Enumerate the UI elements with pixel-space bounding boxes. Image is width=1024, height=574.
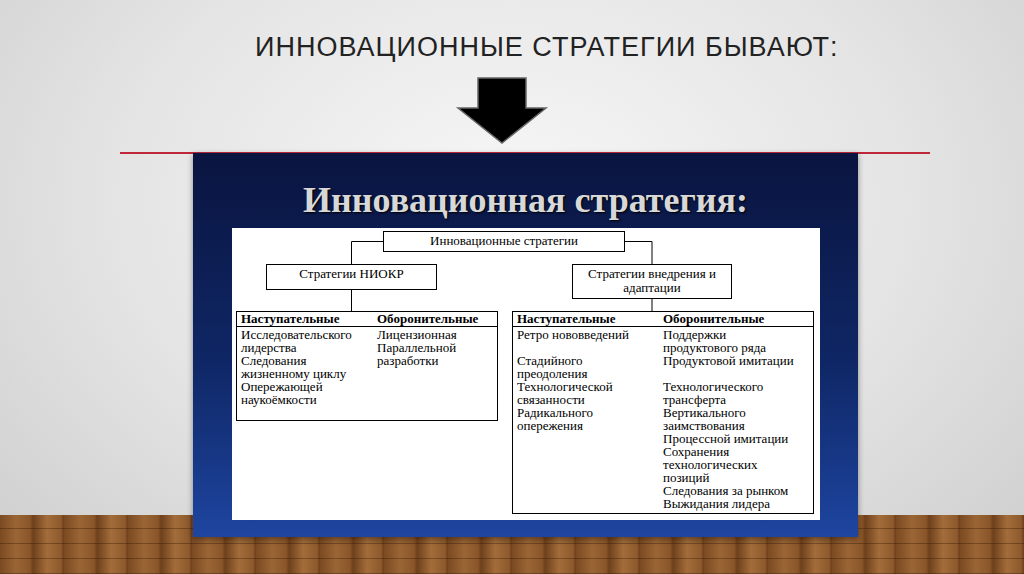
connector-line xyxy=(625,242,652,265)
category-box: Стратегии внедрения и адаптации xyxy=(572,264,732,299)
box-label: Стратегии внедрения и адаптации xyxy=(577,267,727,295)
column-header: Оборонительные xyxy=(663,312,809,326)
strategy-panel: Инновационная стратегия: Инновационные ст… xyxy=(193,153,858,537)
connector-line xyxy=(652,299,653,311)
table-cell: Поддержки продуктового ряда xyxy=(663,328,799,354)
category-box: Стратегии НИОКР xyxy=(266,264,437,290)
root-box: Инновационные стратегии xyxy=(383,231,625,252)
table-cell: Исследовательского лидерства xyxy=(241,328,369,354)
table-cell: Вертикального заимствования xyxy=(663,406,799,432)
table-cell: Технологического трансферта xyxy=(663,380,799,406)
table-cell: Выжидания лидера xyxy=(663,497,799,510)
table-cell: Опережающей наукоёмкости xyxy=(241,380,369,406)
table-column: Поддержки продуктового рядаПродуктовой и… xyxy=(663,328,809,510)
table-cell: Сохранения технологических позиций xyxy=(663,445,799,484)
column-header: Оборонительные xyxy=(377,312,493,326)
connector-line xyxy=(352,242,384,265)
strategy-table: НаступательныеОборонительныеРетро нововв… xyxy=(512,311,814,514)
table-column: ЛицензионнаяПараллельной разработки xyxy=(377,328,493,406)
column-header: Наступательные xyxy=(517,312,663,326)
table-body: Исследовательского лидерстваСледования ж… xyxy=(241,328,493,406)
column-header: Наступательные xyxy=(241,312,377,326)
table-header-row: НаступательныеОборонительные xyxy=(513,312,813,327)
table-cell: Продуктовой имитации xyxy=(663,354,799,367)
table-column: Ретро нововведенийСтадийного преодоления… xyxy=(517,328,663,510)
table-cell: Ретро нововведений xyxy=(517,328,655,341)
arrow-shape xyxy=(458,78,546,143)
table-header-row: НаступательныеОборонительные xyxy=(237,312,497,327)
table-cell: Следования за рынком xyxy=(663,484,799,497)
table-cell: Стадийного преодоления xyxy=(517,354,655,380)
box-label: Инновационные стратегии xyxy=(388,234,620,248)
table-cell: Следования жизненному циклу xyxy=(241,354,369,380)
table-body: Ретро нововведенийСтадийного преодоления… xyxy=(517,328,809,510)
table-cell: Радикального опережения xyxy=(517,406,655,432)
slide-title: ИННОВАЦИОННЫЕ СТРАТЕГИИ БЫВАЮТ: xyxy=(255,29,838,65)
panel-title: Инновационная стратегия: xyxy=(193,153,858,219)
table-column: Исследовательского лидерстваСледования ж… xyxy=(241,328,377,406)
box-label: Стратегии НИОКР xyxy=(271,267,432,281)
strategy-table: НаступательныеОборонительныеИсследовател… xyxy=(236,311,498,421)
table-cell: Лицензионная xyxy=(377,328,491,341)
table-cell: Технологической связанности xyxy=(517,380,655,406)
connector-line xyxy=(351,290,352,311)
table-cell: Параллельной разработки xyxy=(377,341,491,367)
table-cell: Процессной имитации xyxy=(663,432,799,445)
